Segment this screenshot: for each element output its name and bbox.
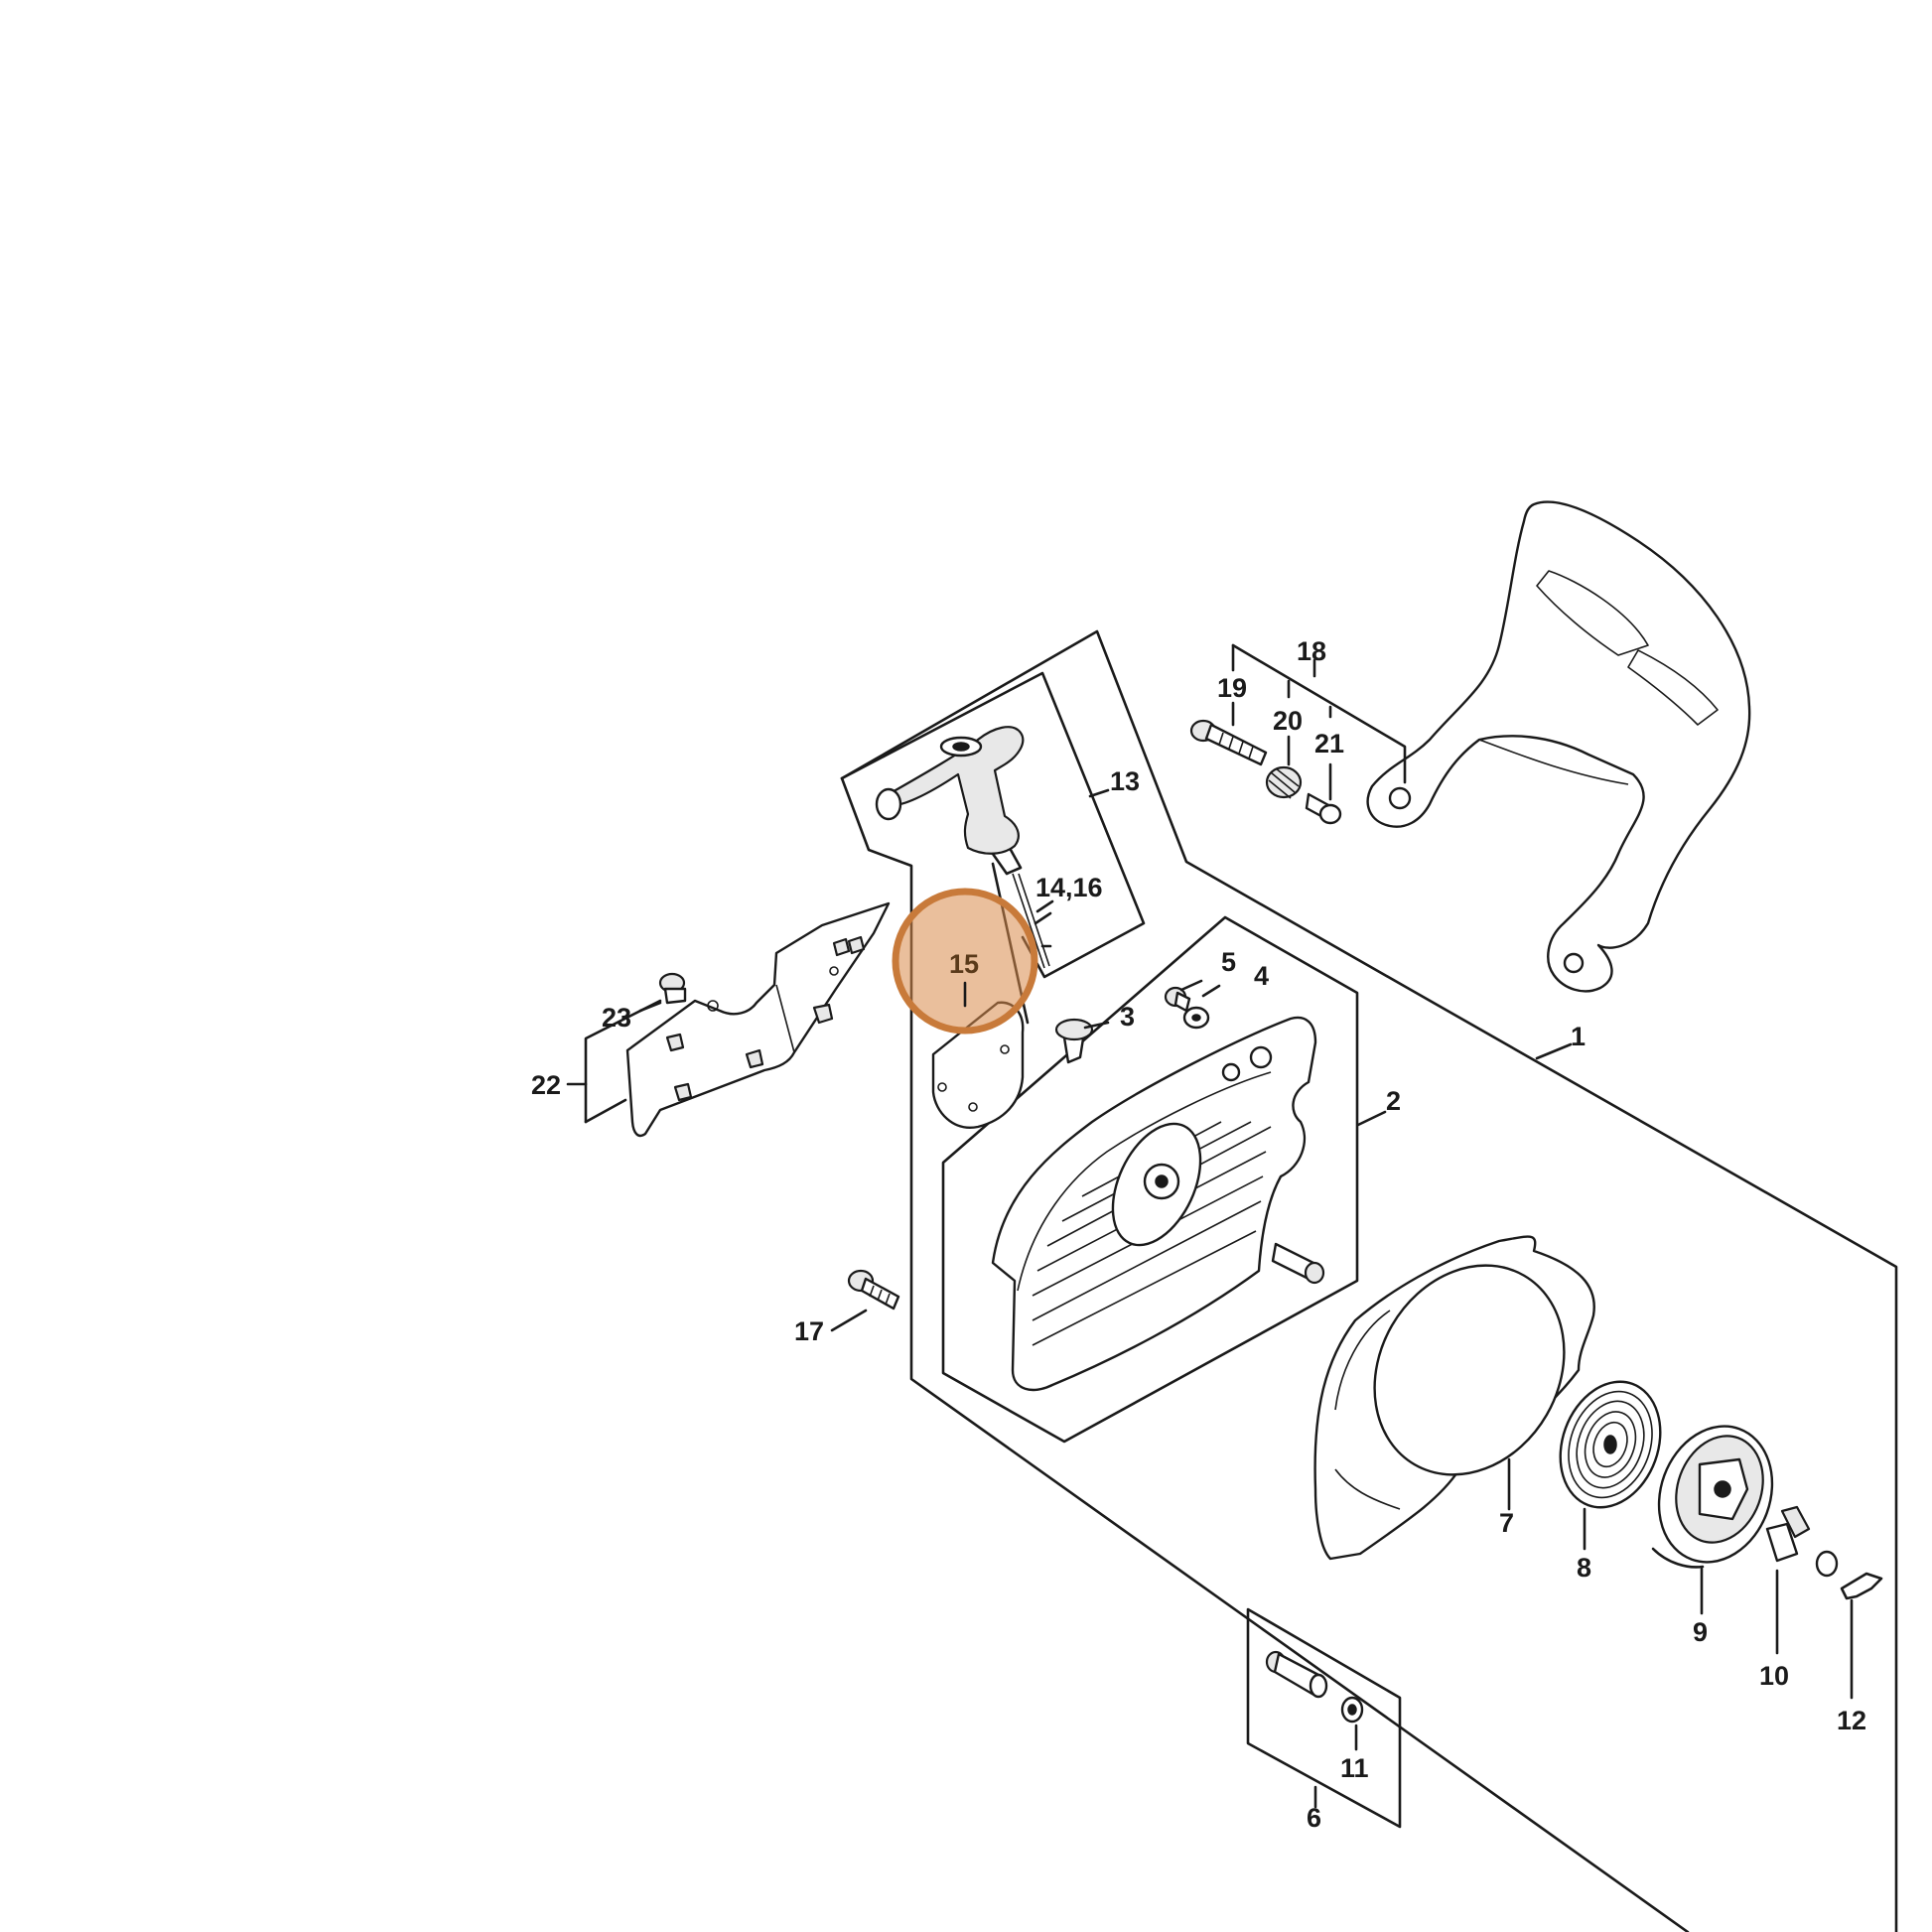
callout-bracket-22b bbox=[584, 1098, 627, 1124]
label-10: 10 bbox=[1759, 1661, 1789, 1691]
screw-19-part bbox=[1189, 719, 1268, 766]
label-23: 23 bbox=[602, 1003, 631, 1033]
spring-clip-12-part bbox=[1840, 1572, 1883, 1600]
label-4: 4 bbox=[1254, 961, 1269, 991]
label-22: 22 bbox=[531, 1070, 561, 1100]
label-21: 21 bbox=[1314, 729, 1344, 759]
label-11: 11 bbox=[1340, 1753, 1369, 1783]
stud-part bbox=[1271, 1242, 1325, 1285]
label-18: 18 bbox=[1297, 636, 1326, 666]
label-6: 6 bbox=[1307, 1803, 1321, 1833]
screw-23-part bbox=[658, 972, 687, 1005]
fan-housing-2-part bbox=[991, 1016, 1317, 1392]
label-1: 1 bbox=[1571, 1022, 1586, 1051]
rewind-spring-8-part bbox=[1559, 1380, 1662, 1509]
shroud-subassembly-box bbox=[941, 915, 1359, 1444]
plug-3-part bbox=[1054, 1018, 1094, 1064]
label-5: 5 bbox=[1221, 947, 1236, 977]
screw-5-part bbox=[1164, 986, 1191, 1013]
callout-bracket-22 bbox=[584, 999, 662, 1124]
washer-part bbox=[1815, 1550, 1839, 1578]
label-14-16: 14,16 bbox=[1035, 873, 1103, 902]
label-12: 12 bbox=[1837, 1706, 1866, 1735]
callout-tree-18 bbox=[1231, 643, 1407, 801]
bushing-21-part bbox=[1305, 792, 1342, 825]
starter-grip-part bbox=[875, 726, 1050, 969]
stud-6-part bbox=[1265, 1650, 1328, 1699]
hand-guard-part bbox=[1366, 500, 1751, 993]
label-17: 17 bbox=[794, 1316, 824, 1346]
assembly-frame-outline bbox=[840, 629, 1898, 1932]
label-19: 19 bbox=[1217, 673, 1247, 703]
spring-20-part bbox=[1265, 765, 1303, 799]
highlight-circle-15 bbox=[892, 888, 1038, 1035]
callout-leaders bbox=[830, 788, 1854, 1809]
screw-17-part bbox=[847, 1269, 900, 1311]
rope-rotor-9-part bbox=[1651, 1425, 1774, 1569]
starter-cover-7-part bbox=[1313, 1235, 1595, 1561]
bushing-subassembly-box bbox=[1246, 1607, 1402, 1829]
label-7: 7 bbox=[1499, 1508, 1514, 1538]
label-9: 9 bbox=[1693, 1617, 1708, 1647]
label-3: 3 bbox=[1120, 1002, 1135, 1032]
label-13: 13 bbox=[1110, 766, 1140, 796]
label-20: 20 bbox=[1273, 706, 1303, 736]
label-8: 8 bbox=[1577, 1553, 1591, 1583]
pawl-10-part bbox=[1765, 1505, 1811, 1563]
washer-11-part bbox=[1340, 1696, 1364, 1724]
heat-shield-22-part bbox=[625, 901, 891, 1138]
washer-4-part bbox=[1182, 1006, 1210, 1030]
label-2: 2 bbox=[1386, 1086, 1401, 1116]
callout-line-23 bbox=[638, 1001, 662, 1013]
label-15: 15 bbox=[949, 949, 979, 979]
